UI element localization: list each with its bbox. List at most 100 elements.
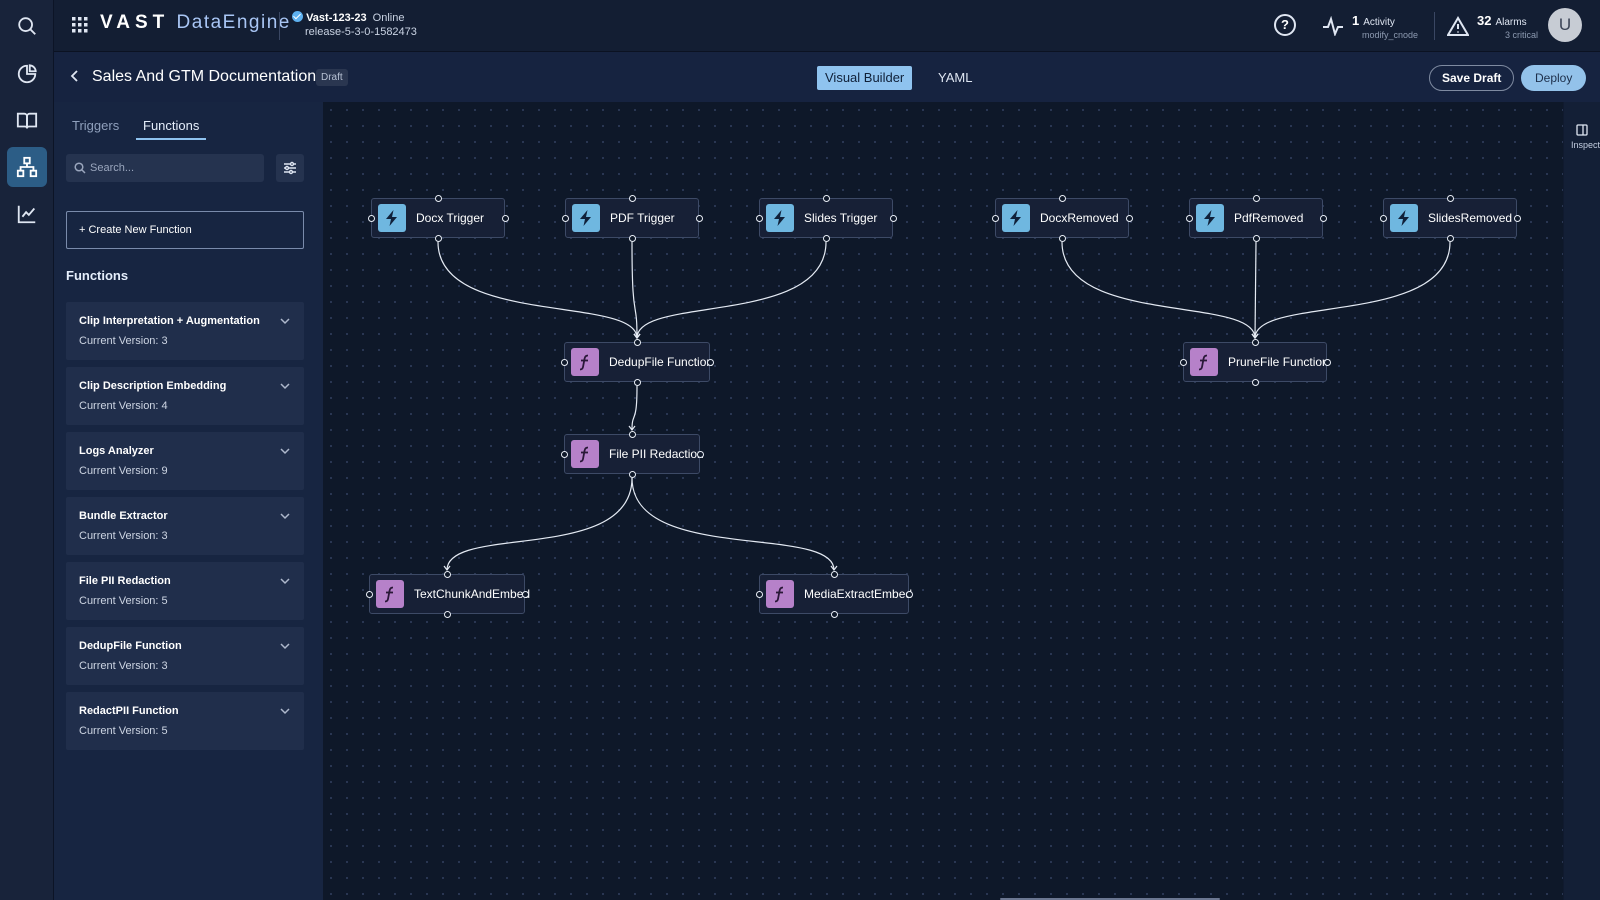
apps-grid-icon[interactable] bbox=[72, 17, 88, 38]
connection-port[interactable] bbox=[1319, 214, 1327, 222]
filter-sliders-icon[interactable] bbox=[276, 154, 304, 182]
deploy-button[interactable]: Deploy bbox=[1521, 65, 1587, 91]
pipeline-hierarchy-icon[interactable] bbox=[7, 147, 47, 187]
connection-port[interactable] bbox=[1179, 358, 1187, 366]
book-icon[interactable] bbox=[7, 101, 47, 141]
connection-port[interactable] bbox=[830, 610, 838, 618]
edge-pii-redaction-to-media-extract[interactable] bbox=[631, 477, 835, 571]
help-icon[interactable]: ? bbox=[1274, 14, 1296, 36]
chevron-down-icon[interactable] bbox=[280, 578, 290, 585]
horizontal-scrollbar[interactable] bbox=[1000, 898, 1220, 900]
connection-port[interactable] bbox=[1323, 358, 1331, 366]
brand-logo[interactable]: VAST DataEngine bbox=[100, 12, 291, 34]
connection-port[interactable] bbox=[443, 610, 451, 618]
connection-port[interactable] bbox=[1058, 234, 1066, 242]
line-chart-icon[interactable] bbox=[7, 194, 47, 234]
chevron-down-icon[interactable] bbox=[280, 643, 290, 650]
connection-port[interactable] bbox=[521, 590, 529, 598]
connection-port[interactable] bbox=[706, 358, 714, 366]
chevron-down-icon[interactable] bbox=[280, 513, 290, 520]
connection-port[interactable] bbox=[633, 338, 641, 346]
connection-port[interactable] bbox=[560, 450, 568, 458]
user-avatar[interactable]: U bbox=[1548, 8, 1582, 42]
edge-slides-removed-to-prune-function[interactable] bbox=[1254, 241, 1451, 339]
edge-pdf-trigger-to-dedup-function[interactable] bbox=[631, 241, 638, 339]
node-text-chunk[interactable]: TextChunkAndEmbed bbox=[369, 574, 530, 614]
node-pdf-trigger[interactable]: PDF Trigger bbox=[565, 198, 699, 238]
node-media-extract[interactable]: MediaExtractEmbed bbox=[759, 574, 912, 614]
edge-slides-trigger-to-dedup-function[interactable] bbox=[636, 241, 827, 339]
connection-port[interactable] bbox=[443, 570, 451, 578]
connection-port[interactable] bbox=[822, 194, 830, 202]
node-docx-trigger[interactable]: Docx Trigger bbox=[371, 198, 505, 238]
connection-port[interactable] bbox=[1251, 378, 1259, 386]
node-prune-function[interactable]: PruneFile Function bbox=[1183, 342, 1329, 382]
node-pdf-removed[interactable]: PdfRemoved bbox=[1189, 198, 1323, 238]
node-slides-trigger[interactable]: Slides Trigger bbox=[759, 198, 893, 238]
pipeline-canvas[interactable]: Docx Trigger PDF Trigger Slides Trigger Doc… bbox=[323, 102, 1563, 900]
chevron-down-icon[interactable] bbox=[280, 448, 290, 455]
node-slides-removed[interactable]: SlidesRemoved bbox=[1383, 198, 1517, 238]
connection-port[interactable] bbox=[560, 358, 568, 366]
connection-port[interactable] bbox=[628, 194, 636, 202]
connection-port[interactable] bbox=[991, 214, 999, 222]
connection-port[interactable] bbox=[1446, 194, 1454, 202]
connection-port[interactable] bbox=[628, 234, 636, 242]
save-draft-button[interactable]: Save Draft bbox=[1429, 65, 1515, 91]
connection-port[interactable] bbox=[561, 214, 569, 222]
tab-visual-builder[interactable]: Visual Builder bbox=[817, 66, 913, 90]
pie-chart-icon[interactable] bbox=[7, 54, 47, 94]
node-docx-removed[interactable]: DocxRemoved bbox=[995, 198, 1129, 238]
tab-functions[interactable]: Functions bbox=[143, 118, 200, 133]
search-input[interactable] bbox=[90, 154, 260, 182]
connection-port[interactable] bbox=[1125, 214, 1133, 222]
connection-port[interactable] bbox=[830, 570, 838, 578]
connection-port[interactable] bbox=[633, 378, 641, 386]
tab-yaml[interactable]: YAML bbox=[938, 70, 973, 85]
connection-port[interactable] bbox=[695, 214, 703, 222]
panel-toggle-icon[interactable] bbox=[1576, 124, 1588, 136]
connection-port[interactable] bbox=[628, 430, 636, 438]
node-pii-redaction[interactable]: File PII Redaction bbox=[564, 434, 704, 474]
connection-port[interactable] bbox=[1252, 234, 1260, 242]
back-chevron-icon[interactable] bbox=[70, 69, 80, 88]
connection-port[interactable] bbox=[1185, 214, 1193, 222]
chevron-down-icon[interactable] bbox=[280, 383, 290, 390]
chevron-down-icon[interactable] bbox=[280, 318, 290, 325]
connection-port[interactable] bbox=[1513, 214, 1521, 222]
connection-port[interactable] bbox=[1379, 214, 1387, 222]
connection-port[interactable] bbox=[1446, 234, 1454, 242]
connection-port[interactable] bbox=[1251, 338, 1259, 346]
edge-pii-redaction-to-text-chunk[interactable] bbox=[446, 477, 633, 571]
edge-pdf-removed-to-prune-function[interactable] bbox=[1254, 241, 1257, 339]
edge-dedup-function-to-pii-redaction[interactable] bbox=[631, 385, 638, 431]
connection-port[interactable] bbox=[822, 234, 830, 242]
node-dedup-function[interactable]: DedupFile Function bbox=[564, 342, 713, 382]
connection-port[interactable] bbox=[365, 590, 373, 598]
connection-port[interactable] bbox=[434, 194, 442, 202]
connection-port[interactable] bbox=[367, 214, 375, 222]
connection-port[interactable] bbox=[905, 590, 913, 598]
tab-triggers[interactable]: Triggers bbox=[72, 118, 120, 133]
edge-docx-removed-to-prune-function[interactable] bbox=[1061, 241, 1256, 339]
connection-port[interactable] bbox=[434, 234, 442, 242]
inspector-panel[interactable]: Inspect bbox=[1564, 102, 1600, 900]
connection-port[interactable] bbox=[1058, 194, 1066, 202]
search-icon[interactable] bbox=[7, 6, 47, 46]
connection-port[interactable] bbox=[1252, 194, 1260, 202]
connection-port[interactable] bbox=[755, 214, 763, 222]
connection-port[interactable] bbox=[755, 590, 763, 598]
connection-port[interactable] bbox=[889, 214, 897, 222]
chevron-down-icon[interactable] bbox=[280, 708, 290, 715]
connection-port[interactable] bbox=[628, 470, 636, 478]
create-new-function-button[interactable]: + Create New Function bbox=[66, 211, 304, 249]
